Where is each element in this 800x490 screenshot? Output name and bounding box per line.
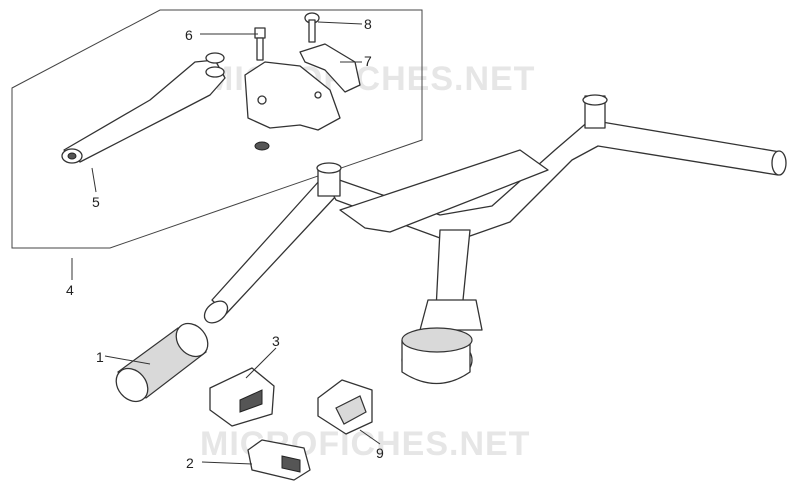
callout-2: 2 bbox=[186, 455, 194, 471]
clamp-7 bbox=[299, 43, 361, 93]
leader-8 bbox=[317, 21, 363, 25]
switch-3 bbox=[209, 367, 275, 427]
assembly-group-outline bbox=[11, 9, 423, 249]
callout-9: 9 bbox=[376, 445, 384, 461]
leader-2 bbox=[201, 461, 253, 465]
leader-9 bbox=[359, 429, 381, 445]
callout-8: 8 bbox=[364, 16, 372, 32]
leader-1 bbox=[104, 355, 151, 365]
leader-5 bbox=[91, 167, 97, 193]
callout-7: 7 bbox=[364, 53, 372, 69]
handlebar bbox=[203, 94, 787, 385]
callout-3: 3 bbox=[272, 333, 280, 349]
callout-6: 6 bbox=[185, 27, 193, 43]
brake-lever bbox=[61, 59, 226, 164]
callout-4: 4 bbox=[66, 282, 74, 298]
callout-1: 1 bbox=[96, 349, 104, 365]
grip-1 bbox=[115, 322, 209, 403]
washer-6 bbox=[205, 52, 225, 78]
leader-3 bbox=[245, 347, 277, 379]
screw-6 bbox=[254, 27, 266, 61]
switch-2 bbox=[247, 439, 311, 481]
screw-8 bbox=[304, 12, 320, 43]
lever-bracket bbox=[244, 61, 341, 151]
callout-5: 5 bbox=[92, 194, 100, 210]
switch-9 bbox=[317, 379, 373, 435]
